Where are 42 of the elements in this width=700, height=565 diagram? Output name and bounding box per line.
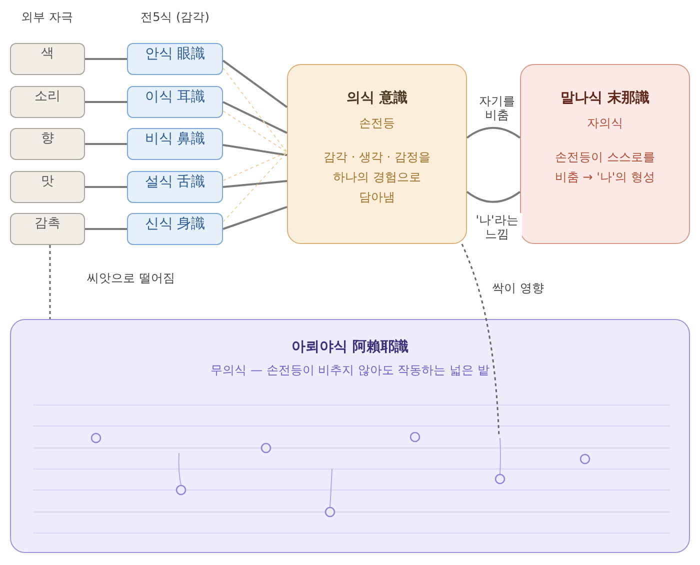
connector-line bbox=[85, 186, 127, 188]
connector-line bbox=[85, 228, 127, 230]
dashed-line bbox=[222, 67, 288, 153]
stimulus-box: 감촉 bbox=[10, 213, 85, 245]
connector-line bbox=[222, 206, 288, 230]
stimulus-box: 맛 bbox=[10, 171, 85, 203]
self-box bbox=[520, 64, 690, 244]
curved-line bbox=[466, 190, 521, 203]
curved-line bbox=[466, 126, 521, 139]
connector-line bbox=[85, 101, 127, 103]
sense-box: 비식 鼻識 bbox=[127, 128, 223, 160]
box-text: 감각 · 생각 · 감정을 하나의 경험으로 담아냄 bbox=[322, 149, 432, 206]
mind-box bbox=[287, 64, 467, 244]
sense-box: 안식 眼識 bbox=[127, 43, 223, 75]
connector-line bbox=[222, 60, 288, 108]
sprout-icon bbox=[495, 438, 505, 485]
dashed-line bbox=[222, 110, 288, 153]
field-panel bbox=[10, 319, 690, 553]
column-heading: 전5식 (감각) bbox=[140, 10, 210, 24]
dashed-line bbox=[49, 245, 51, 319]
box-subtitle: 자의식 bbox=[587, 115, 623, 132]
sense-box: 신식 身識 bbox=[127, 213, 223, 245]
connector-line bbox=[85, 143, 127, 145]
box-title: 의식 意識 bbox=[346, 89, 408, 108]
box-subtitle: 무의식 — 손전등이 비추지 않아도 작동하는 넓은 밭 bbox=[210, 362, 490, 379]
sense-box: 이식 耳識 bbox=[127, 86, 223, 118]
column-heading: 외부 자극 bbox=[21, 10, 73, 24]
edge-label: 싹이 영향 bbox=[490, 281, 546, 295]
dashed-line bbox=[222, 152, 288, 182]
connector-line bbox=[85, 58, 127, 60]
connector-line bbox=[222, 180, 288, 188]
connector-line bbox=[222, 144, 288, 156]
box-title: 아뢰야식 阿賴耶識 bbox=[292, 338, 408, 357]
box-text: 손전등이 스스로를 비춤 → '나'의 형성 bbox=[554, 149, 656, 186]
connector-line bbox=[222, 101, 288, 134]
box-title: 말나식 末那識 bbox=[560, 89, 650, 108]
sense-box: 설식 舌識 bbox=[127, 171, 223, 203]
stimulus-box: 소리 bbox=[10, 86, 85, 118]
box-subtitle: 손전등 bbox=[359, 115, 395, 132]
stimulus-box: 색 bbox=[10, 43, 85, 75]
dashed-line bbox=[222, 152, 288, 222]
stimulus-box: 향 bbox=[10, 128, 85, 160]
